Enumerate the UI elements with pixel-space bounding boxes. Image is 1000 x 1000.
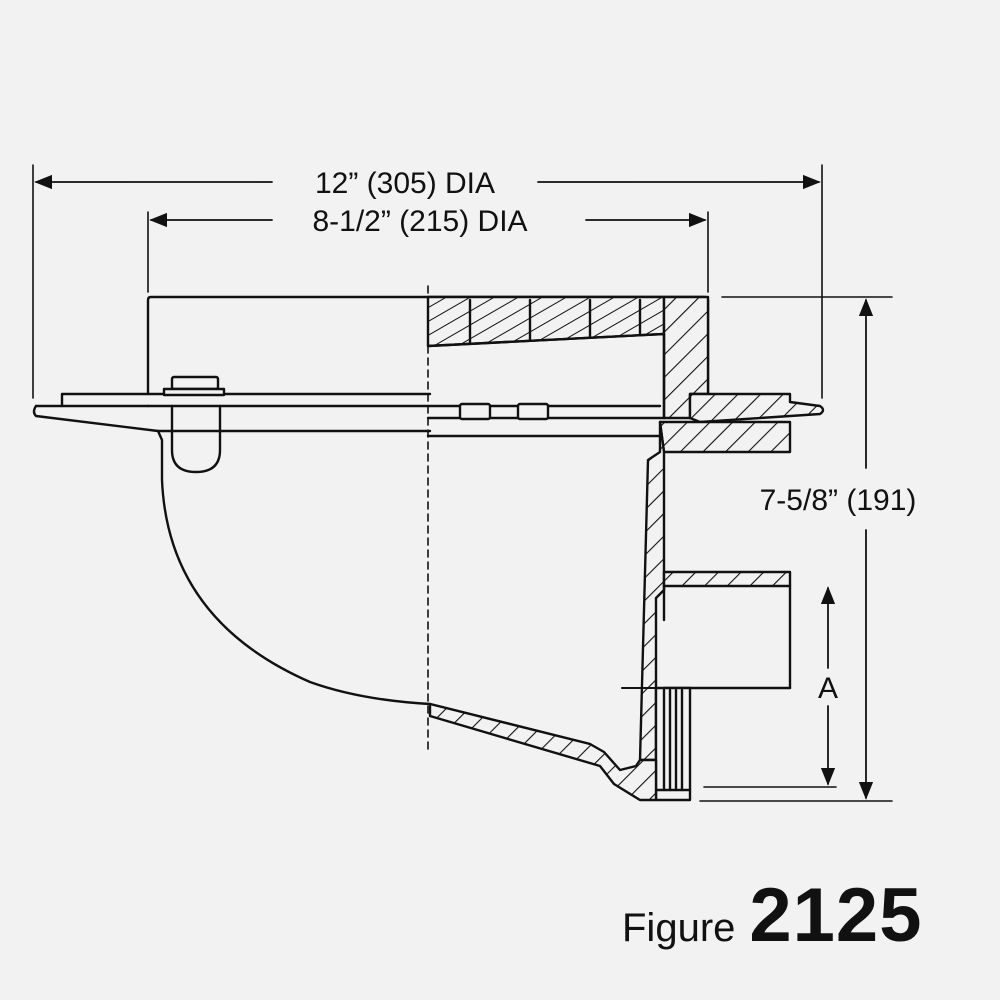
dim-label-height: 7-5/8” (191): [760, 484, 917, 517]
figure-prefix: Figure: [622, 906, 736, 950]
dimension-overall-diameter: [32, 164, 823, 399]
dimension-inner-diameter: [147, 211, 709, 293]
dimension-outlet-a: [703, 586, 837, 788]
dim-label-overall: 12” (305) DIA: [315, 167, 495, 200]
bolt: [162, 375, 226, 474]
outlet-hub: [621, 584, 792, 802]
flange-section: [658, 392, 825, 454]
dim-label-inner: 8-1/2” (215) DIA: [312, 205, 527, 238]
flange: [32, 392, 432, 433]
grate-studs: [458, 402, 550, 421]
figure-number: 2125: [749, 873, 923, 958]
dimension-height: [699, 296, 893, 802]
body-wall-section: [638, 420, 792, 762]
dim-label-a: A: [818, 672, 838, 705]
bottom-section: [428, 702, 658, 802]
drain-body-outline: [156, 429, 592, 746]
grate-section: [426, 295, 710, 438]
figure-caption: Figure 2125: [622, 872, 922, 959]
